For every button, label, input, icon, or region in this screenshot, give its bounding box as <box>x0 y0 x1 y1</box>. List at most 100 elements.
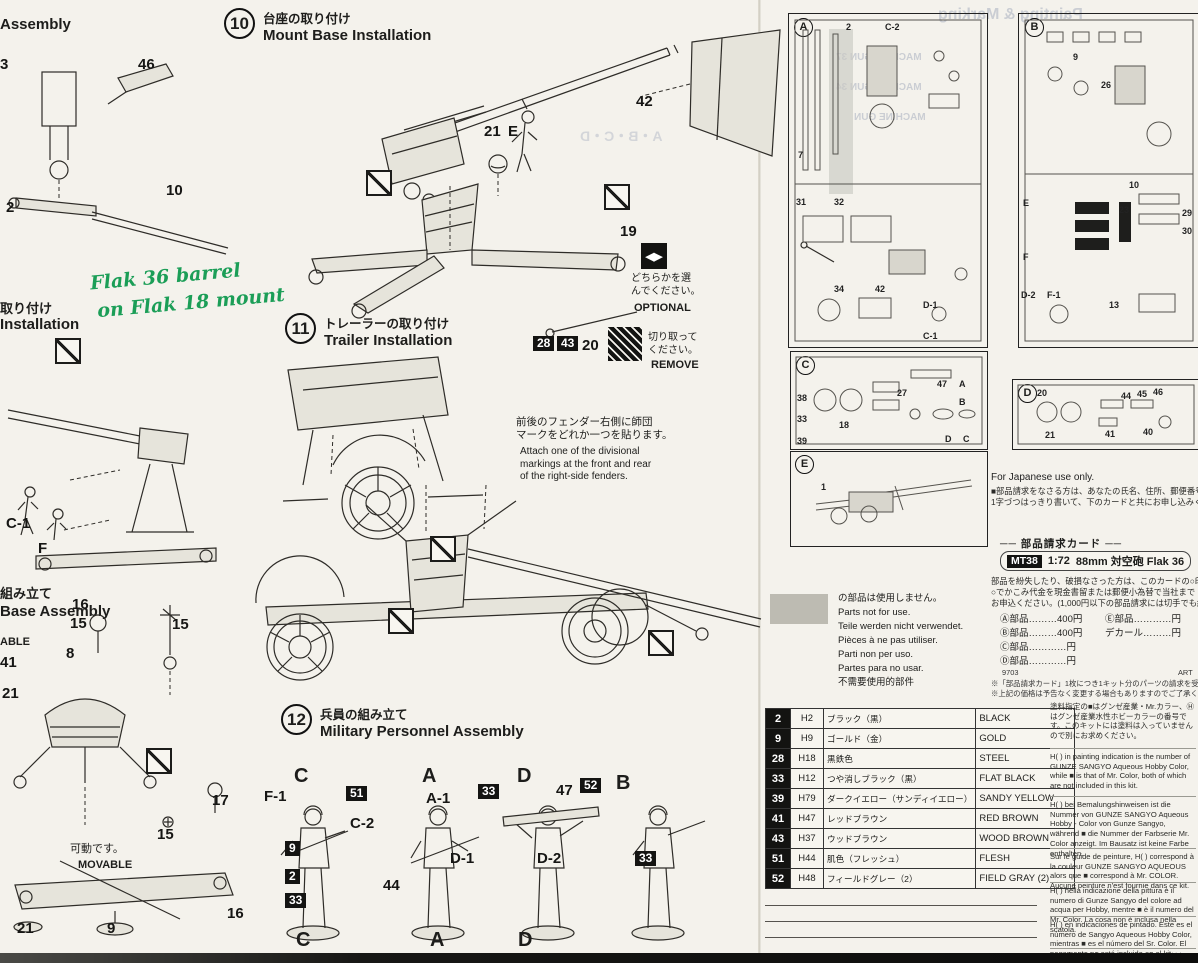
sprue-box-a: A 2 C-2 7 31 32 34 42 D-1 C- <box>788 13 988 348</box>
sprue-part-number: 31 <box>796 197 807 207</box>
part-callout: F-1 <box>264 788 287 805</box>
part-callout: 21 <box>484 123 501 140</box>
trailer-chassis <box>265 592 649 626</box>
step-11-upper-diagram <box>282 356 484 540</box>
paint-number: 43 <box>765 828 791 849</box>
sprue-part-number: D <box>945 434 952 444</box>
sprue-part-number: 45 <box>1137 389 1148 399</box>
sprue-part-number: D-2 <box>1021 290 1036 300</box>
blank-rule <box>765 937 1037 938</box>
paint-name-jp: 黒鉄色 <box>822 748 977 769</box>
sprue-part-number: C <box>963 434 970 444</box>
blank-rule <box>765 921 1037 922</box>
sprue-part-number: 7 <box>798 150 804 160</box>
part-callout: 46 <box>138 56 155 73</box>
figure-base <box>631 925 685 941</box>
trailer-wheel <box>266 613 334 681</box>
sprue-part-number: C-2 <box>885 22 900 32</box>
part-callout: 19 <box>620 223 637 240</box>
sprue-part-number: B <box>959 397 966 407</box>
paint-callout: 33 <box>285 893 307 908</box>
step-11-header: 11 トレーラーの取り付け Trailer Installation <box>285 313 452 349</box>
sprue-e-art <box>815 479 973 525</box>
remove-icon <box>608 327 642 361</box>
sprue-part-number: D-1 <box>923 300 938 310</box>
soldier-figure <box>521 110 535 124</box>
remove-note-en: REMOVE <box>651 359 699 371</box>
sprue-box-d: D 20 21 44 45 46 41 40 <box>1012 379 1198 450</box>
parts-request-body: お申込ください。(1,000円以下の部品請求には切手でも結構です) <box>991 598 1198 608</box>
part-callout: 15 <box>70 615 87 632</box>
parts-request-intro: 1字づつはっきり書いて、下のカードと共にお申し込みください。 <box>991 497 1198 507</box>
paint-hcode: H44 <box>790 848 824 869</box>
paint-hcode: H47 <box>790 808 824 829</box>
paint-number: 2 <box>765 708 791 729</box>
step-title-en: Military Personnel Assembly <box>320 723 524 740</box>
paint-hcode: H9 <box>790 728 824 749</box>
paint-hcode: H48 <box>790 868 824 889</box>
part-callout: 44 <box>383 877 400 894</box>
no-glue-icon <box>388 608 414 634</box>
gun-barrel <box>467 548 762 628</box>
not-for-use-jp: の部品は使用しません。 <box>838 593 943 604</box>
section-label-base-en: Base Assembly <box>0 603 111 620</box>
sprue-part-number: F <box>1023 252 1029 262</box>
price-item: Ⓓ部品…………円 <box>1000 656 1077 667</box>
paint-number: 41 <box>765 808 791 829</box>
step-title-jp: トレーラーの取り付け <box>324 317 450 331</box>
part-callout: 21 <box>17 920 34 937</box>
sprue-part-number: 39 <box>797 436 808 446</box>
paint-info-en: H( ) in painting indication is the numbe… <box>1050 748 1196 791</box>
step-title-jp: 兵員の組み立て <box>320 708 408 722</box>
page-crease <box>758 0 761 963</box>
paint-hcode: H12 <box>790 768 824 789</box>
part-callout: E <box>508 123 519 140</box>
sprue-part-number: 27 <box>897 388 908 398</box>
fender <box>332 434 426 466</box>
crew-figure <box>24 486 36 498</box>
sprue-part-number: 30 <box>1182 226 1193 236</box>
figure-base <box>411 925 465 941</box>
pedestal-dome <box>44 698 126 748</box>
sprue-part-number: 40 <box>1143 427 1154 437</box>
trailer-wheel <box>561 597 629 665</box>
base-assembly-diagram <box>13 605 234 936</box>
figure-letter: B <box>616 772 631 794</box>
sprue-b-art <box>1024 19 1194 342</box>
movable-partial-label: ABLE <box>0 636 30 648</box>
figure-letter: D <box>518 929 533 951</box>
sprue-part-number: 42 <box>875 284 886 294</box>
paint-row: 51 H44 肌色（フレッシュ） FLESH <box>765 848 1076 869</box>
paint-callout: 33 <box>635 851 657 866</box>
sprue-box-e: E 1 <box>790 451 988 547</box>
remove-note-jp: 切り取って ください。 <box>648 332 698 356</box>
paint-callout: 33 <box>478 784 500 799</box>
figure-letter: D <box>517 765 532 787</box>
paint-row: 28 H18 黒鉄色 STEEL <box>765 748 1076 769</box>
no-glue-icon <box>648 630 674 656</box>
part-callout: D-2 <box>537 850 562 867</box>
parts-request-card-title: ── 部品請求カード ── <box>1000 538 1123 550</box>
kit-scale: 1:72 <box>1047 555 1070 567</box>
sprue-part-number: 32 <box>834 197 845 207</box>
sprue-box-b: B 9 26 10 23 29 30 13 E F <box>1018 13 1198 348</box>
paint-hcode: H18 <box>790 748 824 769</box>
paint-callout: 51 <box>346 786 368 801</box>
paint-number: 51 <box>765 848 791 869</box>
scan-edge <box>0 953 1198 963</box>
sprue-part-number: C-1 <box>923 331 938 341</box>
sprue-part-number: 23 <box>1119 205 1130 215</box>
carried-part <box>502 806 600 827</box>
sprue-part-number: 29 <box>1182 208 1193 218</box>
paint-callout: 28 <box>533 336 555 351</box>
for-japanese-label: For Japanese use only. <box>991 472 1095 483</box>
paint-number: 33 <box>765 768 791 789</box>
sprue-part-number: 34 <box>834 284 845 294</box>
price-item: Ⓒ部品…………円 <box>1000 642 1077 653</box>
step-10-header: 10 台座の取り付け Mount Base Installation <box>224 8 431 44</box>
paint-name-jp: ブラック（黒） <box>822 708 977 729</box>
paint-name-jp: 肌色（フレッシュ） <box>822 848 977 869</box>
sprue-part-number: F-1 <box>1047 290 1061 300</box>
sprue-part-number: A <box>959 379 966 389</box>
